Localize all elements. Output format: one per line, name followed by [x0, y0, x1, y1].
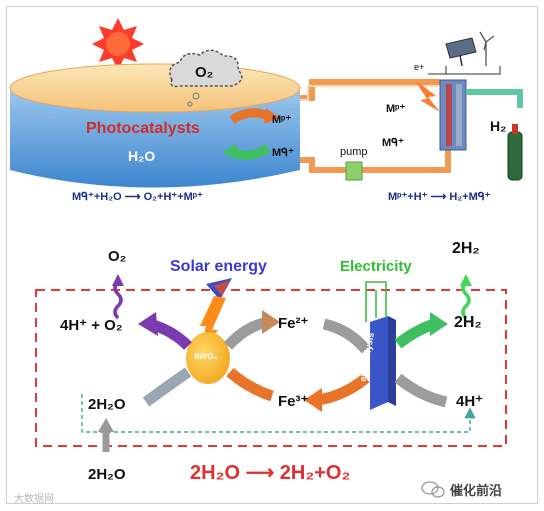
wechat-logo-icon — [421, 481, 445, 498]
h2-wave-arrow — [461, 280, 471, 320]
watermark-left: 大数据网 — [14, 494, 54, 505]
spark-icon — [415, 80, 440, 112]
fe2-label: Fe²⁺ — [278, 315, 309, 332]
left-products-label: 4H⁺ + O₂ — [60, 317, 123, 334]
h2-out-arrow — [394, 318, 436, 349]
left-equation: Mᑫ⁺+H₂O ⟶ O₂+H⁺+Mᵖ⁺ — [72, 191, 203, 203]
fe3-out-arrow — [317, 373, 370, 406]
h-plus-in-arrow — [394, 373, 448, 408]
h2o-input-label: 2H₂O — [88, 466, 126, 483]
electrolysis-cell-icon — [439, 79, 467, 151]
pump-icon — [345, 161, 363, 181]
prism-icon — [206, 278, 232, 300]
h2-outlet-pipe — [466, 89, 523, 108]
h2-right-label: 2H₂ — [454, 314, 482, 331]
pipe-loop — [300, 79, 451, 173]
solar-panel-icon — [445, 37, 477, 67]
electrolysis-slab — [370, 316, 396, 410]
pump-label: pump — [340, 146, 368, 158]
h2-cylinder-label: H₂ — [490, 118, 507, 134]
mq-left-label: Mᑫ⁺ — [272, 147, 294, 159]
cloud-o2-label: O₂ — [195, 64, 214, 81]
proton-transfer-line — [81, 394, 476, 433]
solar-energy-label: Solar energy — [170, 258, 267, 275]
electricity-wire — [365, 281, 387, 322]
power-wires — [445, 66, 501, 75]
overall-equation: 2H₂O ⟶ 2H₂+O₂ — [190, 462, 351, 484]
orange-cycle-arrow — [229, 108, 270, 124]
h2o-tank-label: H₂O — [128, 148, 156, 164]
o2-cloud-icon — [169, 49, 243, 107]
h2-cylinder-icon — [507, 124, 523, 181]
right-equation: Mᵖ⁺+H⁺ ⟶ H₂+Mᑫ⁺ — [388, 191, 491, 203]
h2o-left-label: 2H₂O — [88, 396, 126, 413]
o2-product-label: O₂ — [108, 248, 127, 265]
bivo4-label: BiVO₄ — [194, 352, 218, 361]
fe3-in-arrow — [226, 367, 274, 402]
fe3-label: Fe³⁺ — [278, 393, 309, 410]
photocatalysts-label: Photocatalysts — [86, 120, 200, 137]
mp-left-label: Mᵖ⁺ — [272, 114, 292, 126]
water-in-arrow — [142, 367, 192, 407]
fe2-in-arrow — [322, 318, 371, 354]
h2-top-label: 2H₂ — [452, 240, 480, 257]
sun-icon — [92, 18, 144, 70]
mp-right-label: Mᵖ⁺ — [386, 103, 406, 115]
watermark-right: 催化前沿 — [450, 484, 503, 499]
electricity-label: Electricity — [340, 258, 412, 275]
bivo4-catalyst — [186, 332, 230, 384]
h-plus-label: 4H⁺ — [456, 393, 484, 410]
system-boundary — [35, 289, 507, 447]
eplus-label: e+ — [414, 62, 425, 72]
o2-wave-arrow — [113, 280, 123, 320]
mq-right-label: Mᑫ⁺ — [382, 137, 404, 149]
wind-turbine-icon — [479, 31, 495, 66]
